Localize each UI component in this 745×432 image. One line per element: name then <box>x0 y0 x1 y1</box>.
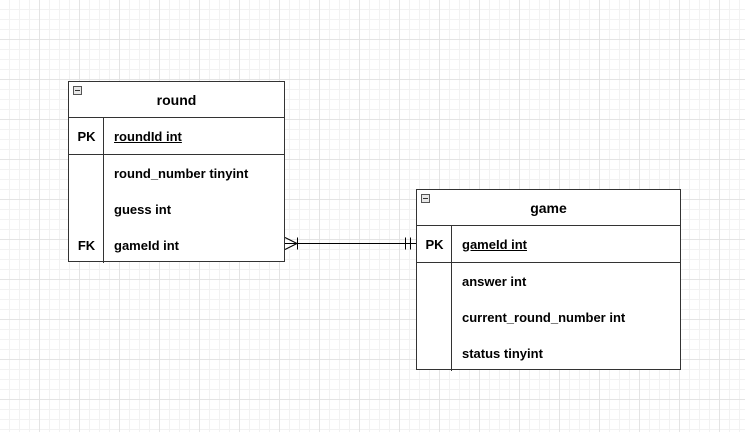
attributes-section: answer int current_round_number int stat… <box>417 263 680 371</box>
attribute-row[interactable]: PK gameId int <box>417 226 680 262</box>
attribute-name: guess int <box>114 201 172 217</box>
attribute-row[interactable]: guess int <box>69 191 284 227</box>
attribute-row[interactable]: FK gameId int <box>69 227 284 263</box>
attribute-row[interactable]: PK roundId int <box>69 118 284 154</box>
attributes-section: round_number tinyint guess int FK gameId… <box>69 155 284 263</box>
entity-title: round <box>156 91 197 108</box>
key-column-divider <box>417 263 452 371</box>
key-label: PK <box>425 236 444 252</box>
attribute-name: status tinyint <box>462 345 543 361</box>
key-label: FK <box>77 237 96 253</box>
game-entity-header[interactable]: game <box>417 190 680 226</box>
key-column-divider <box>417 226 452 262</box>
attribute-name: current_round_number int <box>462 309 626 325</box>
key-column-divider <box>69 118 104 154</box>
attribute-row[interactable]: current_round_number int <box>417 299 680 335</box>
key-column-divider <box>69 155 104 263</box>
attribute-name: roundId int <box>114 128 182 144</box>
round-entity[interactable]: round PK roundId int round_number tinyin… <box>68 81 285 263</box>
crowfoot-lower-prong <box>284 243 298 250</box>
crowfoot-upper-prong <box>284 237 298 244</box>
attribute-row[interactable]: answer int <box>417 263 680 299</box>
primary-key-section: PK roundId int <box>69 118 284 155</box>
round-entity-header[interactable]: round <box>69 82 284 118</box>
attribute-name: round_number tinyint <box>114 165 249 181</box>
attribute-row[interactable]: status tinyint <box>417 335 680 371</box>
primary-key-section: PK gameId int <box>417 226 680 263</box>
key-label: PK <box>77 128 96 144</box>
attribute-name: gameId int <box>114 237 180 253</box>
game-entity[interactable]: game PK gameId int answer int current_ro… <box>416 189 681 371</box>
exactly-one-marker <box>405 237 411 250</box>
attribute-name: gameId int <box>462 236 528 252</box>
collapse-icon[interactable] <box>73 86 82 95</box>
one-or-many-marker <box>284 237 298 250</box>
entity-title: game <box>530 199 567 216</box>
collapse-icon[interactable] <box>421 194 430 203</box>
attribute-row[interactable]: round_number tinyint <box>69 155 284 191</box>
attribute-name: answer int <box>462 273 527 289</box>
